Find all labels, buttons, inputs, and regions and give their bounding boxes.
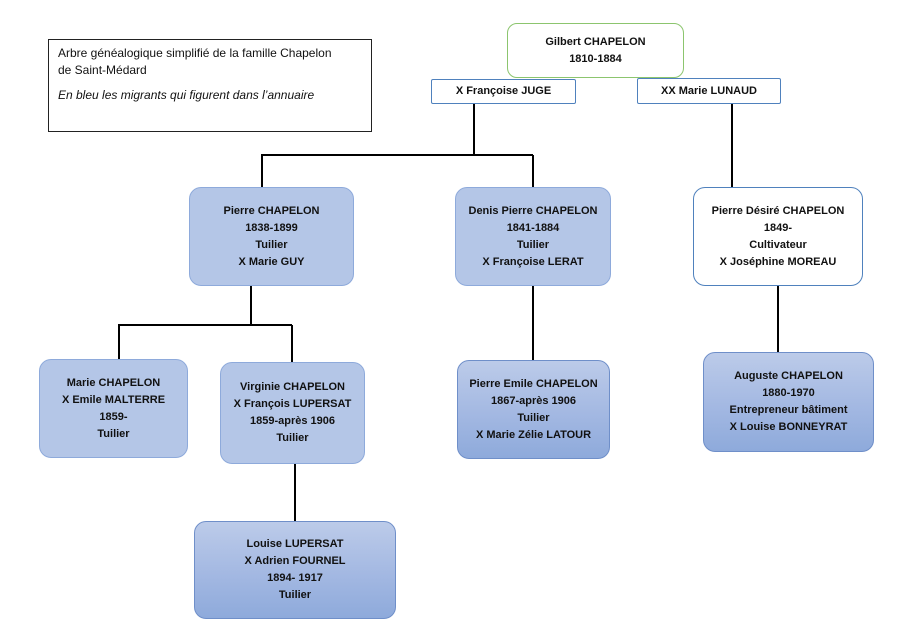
- node-label: X Françoise JUGE: [455, 85, 552, 97]
- node-name: Louise LUPERSAT: [246, 538, 344, 550]
- node-spouse: X Françoise LERAT: [482, 255, 584, 268]
- node-job: Tuilier: [97, 427, 130, 440]
- node-dates: 1859-après 1906: [249, 415, 335, 427]
- node-name: Denis Pierre CHAPELON: [468, 204, 598, 217]
- node-job: Cultivateur: [749, 238, 807, 251]
- node-virginie-chapelon: Virginie CHAPELON X François LUPERSAT 18…: [220, 362, 365, 464]
- node-spouse: X Joséphine MOREAU: [719, 255, 837, 268]
- node-spouse: X Adrien FOURNEL: [244, 555, 346, 567]
- node-dates: 1838-1899: [245, 221, 298, 234]
- node-job: Entrepreneur bâtiment: [729, 404, 848, 416]
- node-spouse-marie-lunaud: XX Marie LUNAUD: [637, 78, 781, 104]
- node-job: Tuilier: [255, 238, 288, 251]
- node-spouse: X Emile MALTERRE: [61, 393, 166, 406]
- node-gilbert-chapelon: Gilbert CHAPELON 1810-1884: [507, 23, 684, 78]
- node-louise-lupersat: Louise LUPERSAT X Adrien FOURNEL 1894- 1…: [194, 521, 396, 619]
- node-name: Gilbert CHAPELON: [545, 35, 646, 48]
- node-spouse-francoise-juge: X Françoise JUGE: [431, 79, 576, 104]
- node-pierre-desire-chapelon: Pierre Désiré CHAPELON 1849- Cultivateur…: [693, 187, 863, 286]
- legend-title-line2: de Saint-Médard: [58, 63, 147, 77]
- legend-box: Arbre généalogique simplifié de la famil…: [48, 39, 372, 132]
- node-auguste-chapelon: Auguste CHAPELON 1880-1970 Entrepreneur …: [703, 352, 874, 452]
- node-name: Pierre Emile CHAPELON: [469, 377, 598, 390]
- node-dates: 1859-: [99, 410, 128, 423]
- node-job: Tuilier: [276, 432, 309, 444]
- node-name: Auguste CHAPELON: [734, 370, 843, 382]
- node-spouse: X Marie Zélie LATOUR: [475, 428, 592, 441]
- node-job: Tuilier: [517, 411, 550, 424]
- node-spouse: X Louise BONNEYRAT: [729, 421, 848, 433]
- node-denis-pierre-chapelon: Denis Pierre CHAPELON 1841-1884 Tuilier …: [455, 187, 611, 286]
- node-pierre-chapelon: Pierre CHAPELON 1838-1899 Tuilier X Mari…: [189, 187, 354, 286]
- node-pierre-emile-chapelon: Pierre Emile CHAPELON 1867-après 1906 Tu…: [457, 360, 610, 459]
- node-dates: 1894- 1917: [267, 572, 323, 584]
- node-name: Marie CHAPELON: [66, 376, 161, 389]
- node-spouse: X François LUPERSAT: [233, 398, 352, 410]
- node-dates: 1841-1884: [506, 221, 560, 234]
- legend-title-line1: Arbre généalogique simplifié de la famil…: [58, 46, 332, 60]
- node-marie-chapelon: Marie CHAPELON X Emile MALTERRE 1859- Tu…: [39, 359, 188, 458]
- node-dates: 1880-1970: [762, 387, 815, 399]
- node-name: Virginie CHAPELON: [240, 381, 345, 393]
- node-dates: 1849-: [763, 221, 793, 234]
- node-spouse: X Marie GUY: [238, 255, 305, 268]
- node-dates: 1810-1884: [569, 52, 622, 65]
- node-name: Pierre Désiré CHAPELON: [711, 204, 845, 217]
- node-dates: 1867-après 1906: [490, 394, 576, 407]
- node-job: Tuilier: [278, 589, 312, 601]
- node-name: Pierre CHAPELON: [223, 204, 320, 217]
- legend-subtitle: En bleu les migrants qui figurent dans l…: [58, 88, 315, 102]
- node-job: Tuilier: [516, 238, 550, 251]
- node-label: XX Marie LUNAUD: [661, 84, 757, 97]
